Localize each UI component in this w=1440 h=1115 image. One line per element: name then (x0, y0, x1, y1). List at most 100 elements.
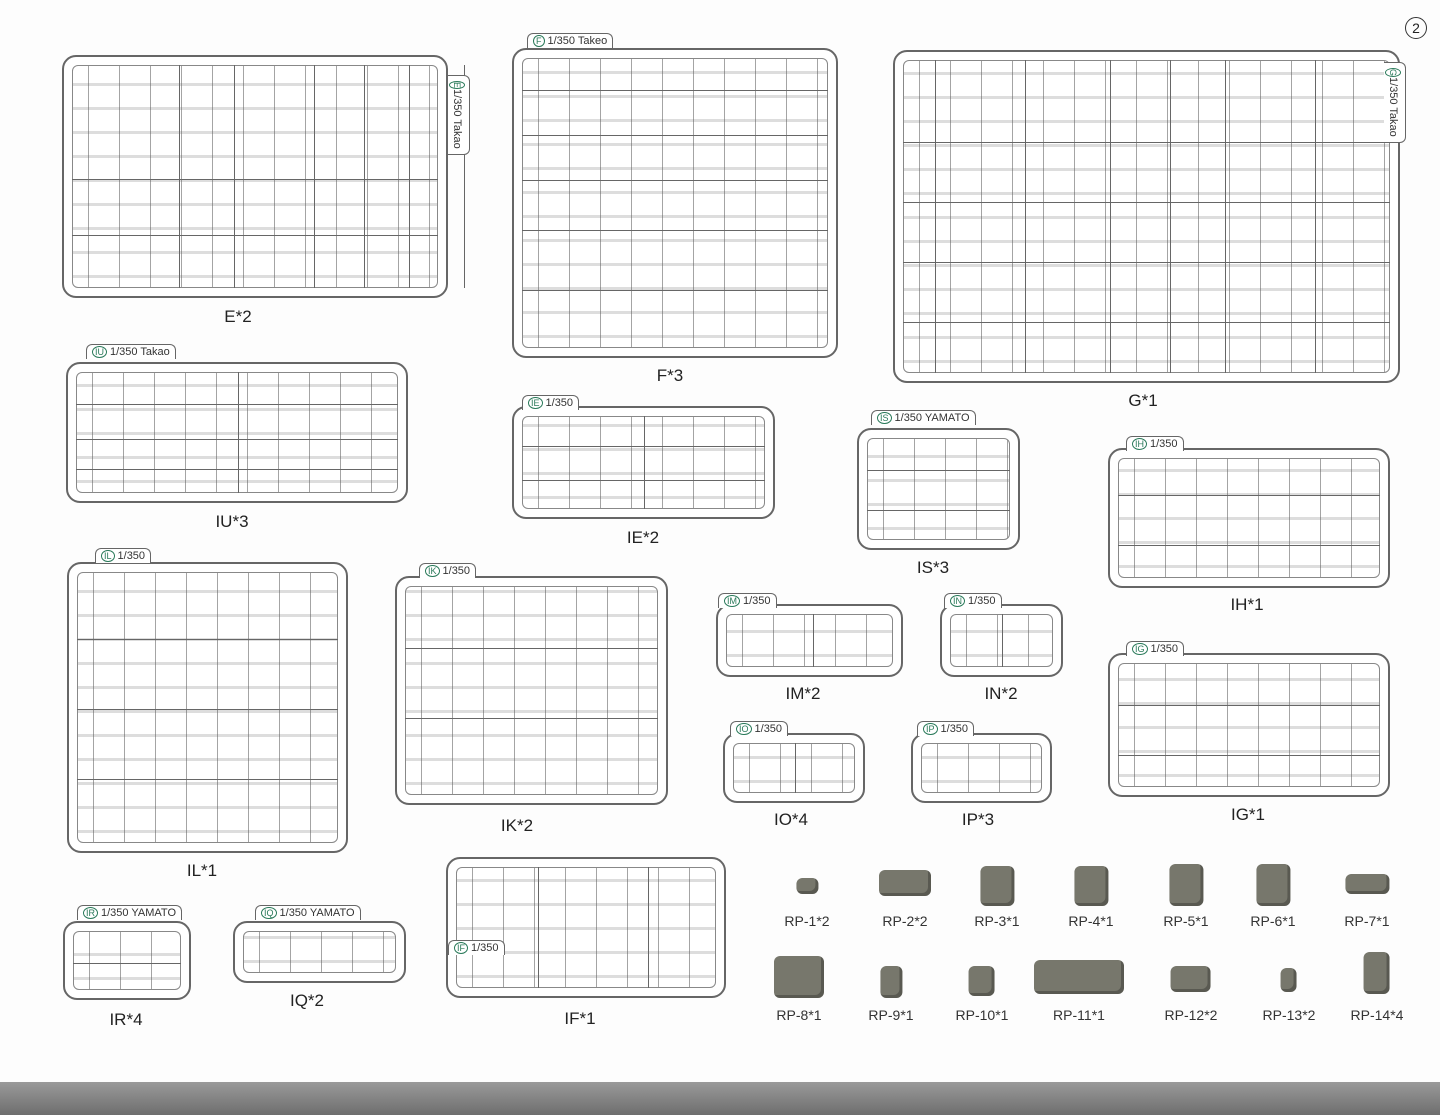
sprue-letter: F (533, 35, 545, 47)
sprue-scale: 1/350 YAMATO (894, 412, 970, 424)
resin-part-label: RP-10*1 (955, 1007, 1009, 1023)
resin-part-image (879, 966, 902, 998)
sprue-in (940, 604, 1063, 677)
sprue-quantity-label: IM*2 (785, 684, 821, 703)
resin-part-label: RP-5*1 (1163, 913, 1209, 929)
sprue-parts (456, 867, 716, 988)
sprue-f (512, 48, 838, 358)
sprue-scale: 1/350 (940, 723, 969, 735)
sprue-runner (1118, 755, 1380, 756)
sprue-ie (512, 406, 775, 519)
sprue-quantity-label: IL*1 (186, 861, 218, 880)
sprue-runner (73, 963, 181, 964)
sprue-quantity-label: IQ*2 (289, 991, 325, 1010)
sprue-letter: IE (528, 397, 543, 409)
sprue-letter: G (1385, 68, 1401, 78)
sprue-runner (648, 867, 649, 988)
sprue-if (446, 857, 726, 998)
sprue-scale: 1/350 Takao (110, 346, 170, 358)
sprue-letter: IM (724, 595, 740, 607)
sprue-runner (1225, 60, 1226, 373)
sprue-g (893, 50, 1400, 383)
resin-part-image (1363, 952, 1390, 994)
sprue-runner (314, 65, 315, 288)
resin-part-label: RP-14*4 (1350, 1007, 1404, 1023)
sprue-letter: IN (950, 595, 965, 607)
sprue-runner (238, 372, 239, 493)
resin-part-5: RP-5*1 (1163, 864, 1209, 929)
resin-part-3: RP-3*1 (974, 866, 1020, 929)
sprue-quantity-label: E*2 (224, 307, 252, 326)
sprue-letter: IS (877, 412, 892, 424)
sprue-scale: 1/350 Takao (451, 89, 463, 149)
sprue-runner (538, 867, 539, 988)
sprue-scale: 1/350 (545, 397, 574, 409)
sprue-runner (405, 648, 658, 649)
sprue-runner (522, 90, 828, 91)
sprue-letter: IU (92, 346, 107, 358)
sprue-runner (1110, 60, 1111, 373)
sprue-scale: 1/350 Takao (1387, 77, 1399, 137)
sprue-letter: IG (1132, 643, 1148, 655)
resin-part-image (774, 956, 824, 998)
sprue-scale: 1/350 (1150, 438, 1178, 450)
sprue-parts (733, 743, 855, 793)
sprue-parts (1118, 458, 1380, 578)
sprue-quantity-label: IO*4 (773, 810, 809, 829)
sprue-quantity-label: F*3 (656, 366, 684, 385)
sprue-scale: 1/350 (442, 565, 471, 577)
sprue-runner (76, 404, 398, 405)
sprue-scale: 1/350 (968, 595, 996, 607)
resin-part-image (1168, 864, 1203, 906)
sprue-quantity-label: IH*1 (1230, 595, 1264, 614)
sprue-runner (903, 142, 1390, 143)
resin-part-8: RP-8*1 (774, 956, 824, 1023)
resin-part-label: RP-13*2 (1262, 1007, 1316, 1023)
sprue-ip (911, 733, 1052, 803)
sprue-quantity-label: IF*1 (564, 1009, 596, 1028)
resin-part-image (1255, 864, 1290, 906)
sprue-e (62, 55, 465, 298)
sprue-parts (903, 60, 1390, 373)
resin-part-7: RP-7*1 (1344, 874, 1390, 929)
sprue-scale: 1/350 (1150, 643, 1179, 655)
sprue-parts (950, 614, 1053, 667)
resin-part-image (879, 870, 931, 896)
sprue-runner (522, 446, 765, 447)
sprue-iq (233, 921, 406, 983)
sprue-runner (1170, 60, 1171, 373)
resin-part-image (1280, 968, 1297, 992)
sprue-runner (1025, 60, 1026, 373)
sprue-parts (867, 438, 1010, 540)
sprue-parts (1118, 663, 1380, 787)
sprue-runner (1118, 705, 1380, 706)
resin-part-label: RP-4*1 (1068, 913, 1114, 929)
sprue-runner (77, 779, 338, 780)
sprue-scale: 1/350 YAMATO (101, 907, 177, 919)
sprue-tag: G1/350 Takao (1384, 62, 1406, 143)
sprue-parts (77, 572, 338, 843)
sprue-runner (522, 135, 828, 136)
sprue-quantity-label: IG*1 (1230, 805, 1266, 824)
sprue-quantity-label: IK*2 (500, 816, 534, 835)
sprue-runner (795, 743, 796, 793)
sprue-runner (1002, 614, 1003, 667)
sprue-quantity-label: IU*3 (215, 512, 249, 531)
sprue-runner (903, 322, 1390, 323)
sprue-runner (77, 639, 338, 640)
sprue-parts (726, 614, 893, 667)
sprue-runner (813, 614, 814, 667)
resin-part-label: RP-1*2 (784, 913, 830, 929)
sprue-scale: 1/350 (117, 550, 146, 562)
sprue-tag: E1/350 Takao (448, 75, 470, 155)
sprue-runner (522, 230, 828, 231)
